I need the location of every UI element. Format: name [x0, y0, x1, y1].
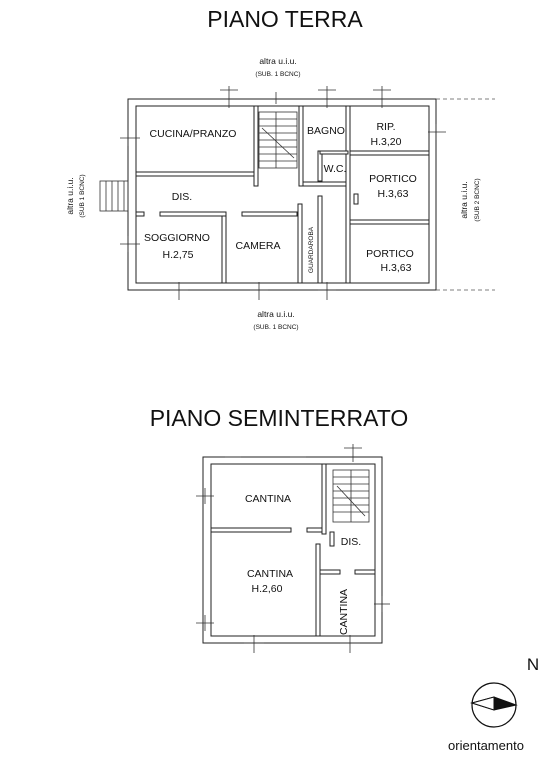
basement-room-cellar-main-height: H.2,60: [252, 583, 283, 595]
adjacent-unit-bottom-sub: (SUB. 1 BCNC): [253, 324, 298, 331]
basement-stairs: [332, 469, 370, 523]
north-label: N: [527, 655, 539, 674]
room-wardrobe: GUARDAROBA: [308, 226, 315, 273]
room-porch-lower: PORTICO: [366, 248, 414, 260]
basement-room-cellar-small: CANTINA: [338, 589, 350, 635]
orientation-label: orientamento: [448, 738, 524, 753]
ground-floor-title: PIANO TERRA: [207, 6, 363, 32]
room-storage: RIP.: [376, 121, 395, 133]
adjacent-unit-left-label: altra u.i.u.: [65, 177, 75, 214]
ground-floor-plan: CUCINA/PRANZO BAGNO RIP. H.3,20 W.C. POR…: [99, 86, 495, 300]
adjacent-unit-top-sub: (SUB. 1 BCNC): [255, 71, 300, 78]
adjacent-unit-right-label: altra u.i.u.: [459, 181, 469, 218]
interior-walls: [135, 105, 430, 284]
basement-room-hall: DIS.: [341, 536, 361, 548]
basement-interior-walls: [210, 463, 376, 637]
room-hall: DIS.: [172, 191, 192, 203]
stairs: [258, 111, 298, 169]
room-storage-height: H.3,20: [371, 136, 402, 148]
room-porch-upper: PORTICO: [369, 173, 417, 185]
adjacent-unit-left-sub: (SUB 1 BCNC): [79, 174, 86, 217]
room-wc: W.C.: [324, 163, 347, 175]
basement-windows: [196, 444, 390, 653]
adjacent-unit-bottom-label: altra u.i.u.: [257, 309, 294, 319]
room-bedroom: CAMERA: [236, 240, 281, 252]
compass: N orientamento: [448, 655, 539, 753]
room-kitchen: CUCINA/PRANZO: [150, 128, 237, 140]
room-porch-lower-height: H.3,63: [381, 262, 412, 274]
room-bathroom: BAGNO: [307, 125, 345, 137]
basement-room-cellar-main: CANTINA: [247, 568, 293, 580]
basement-plan: CANTINA CANTINA H.2,60 DIS. CANTINA: [196, 444, 390, 653]
entrance-steps: [99, 180, 129, 212]
basement-room-cellar-top: CANTINA: [245, 493, 291, 505]
windows: [120, 86, 446, 300]
room-porch-upper-height: H.3,63: [378, 188, 409, 200]
basement-title: PIANO SEMINTERRATO: [150, 405, 409, 431]
room-living-height: H.2,75: [163, 249, 194, 261]
adjacent-unit-top-label: altra u.i.u.: [259, 56, 296, 66]
room-living: SOGGIORNO: [144, 232, 210, 244]
north-arrow-light-icon: [470, 696, 495, 711]
adjacent-unit-right-sub: (SUB 2 BCNC): [474, 178, 481, 221]
